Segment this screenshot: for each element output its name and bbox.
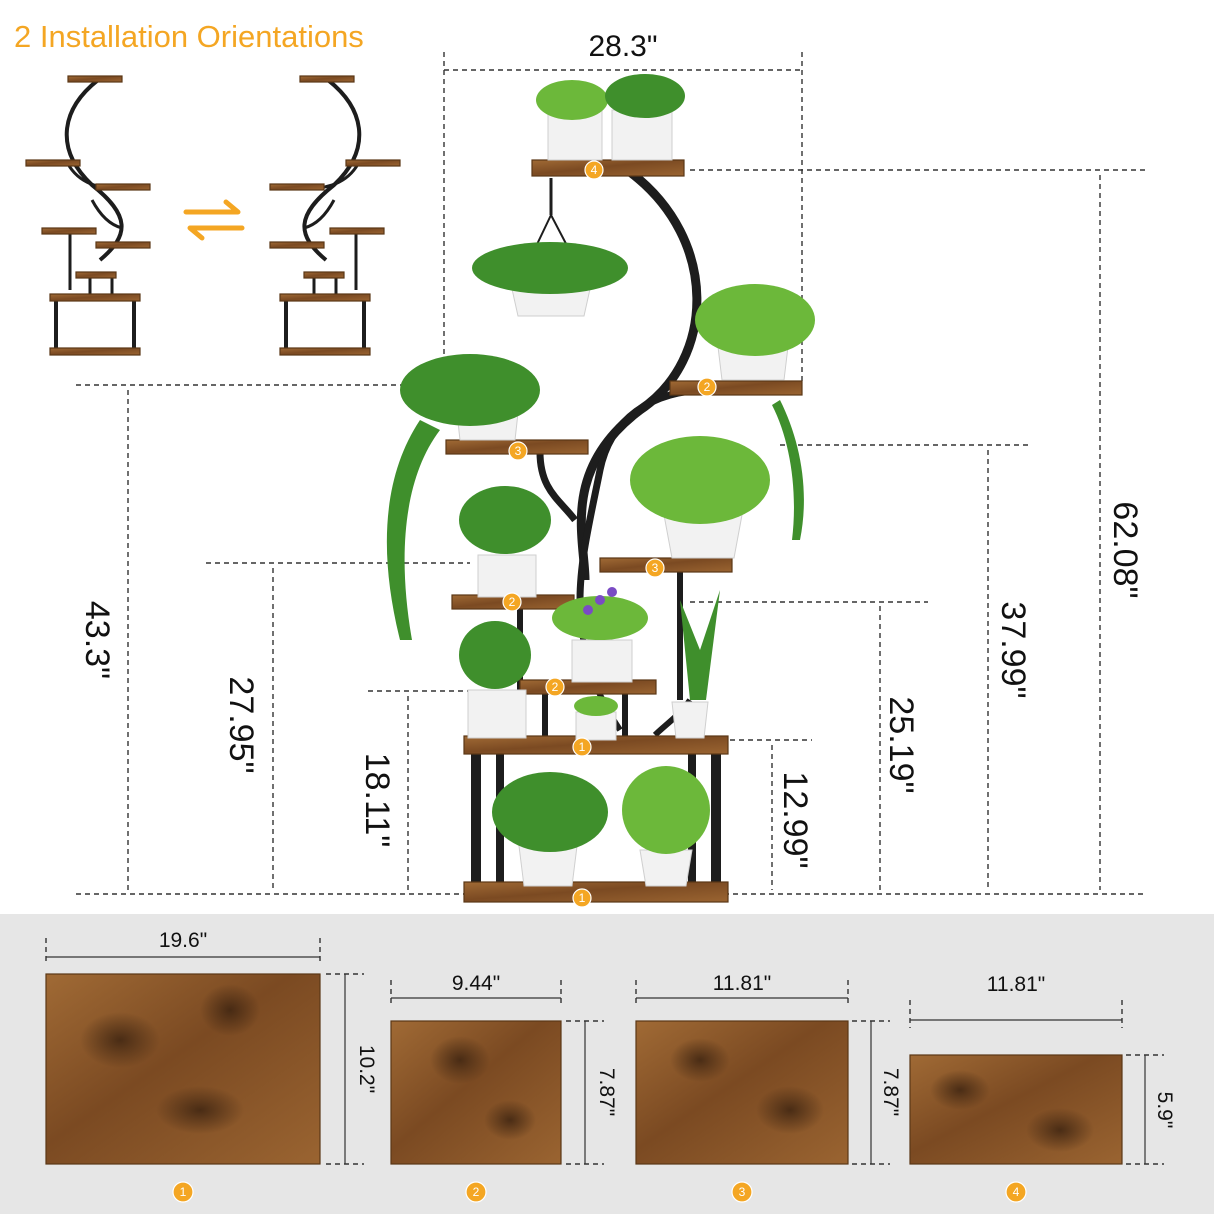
orientation-right-drawing [269,75,401,356]
shelf-badge-1: 1 [572,737,592,757]
plant-stand: 4 2 3 3 2 2 1 1 [386,74,815,908]
shelf-1-depth: 10.2" [355,1045,378,1093]
svg-text:4: 4 [591,163,598,177]
shelf-2-badge: 2 [465,1181,487,1203]
height-tier2-right-label: 25.19" [882,696,920,793]
svg-text:1: 1 [180,1185,187,1199]
shelf-badge-3: 3 [508,441,528,461]
shelf-4-width: 11.81" [987,973,1045,996]
shelf-1-card: 19.6" 10.2" 1 [45,929,378,1203]
svg-text:2: 2 [473,1185,480,1199]
svg-text:2: 2 [552,680,559,694]
shelf-badge-2: 2 [545,677,565,697]
shelf-4-board [909,1054,1123,1165]
shelf-badge-4: 4 [584,160,604,180]
svg-text:1: 1 [579,740,586,754]
orientation-left-drawing [25,75,151,356]
shelf-badge-3: 3 [645,558,665,578]
shelf-3-depth: 7.87" [879,1068,902,1116]
shelf-4-depth: 5.9" [1153,1092,1176,1129]
svg-text:3: 3 [515,444,522,458]
shelf-1-width: 19.6" [159,929,207,952]
overall-width-label: 28.3" [588,30,657,63]
page-title: 2 Installation Orientations [14,19,364,54]
shelf-2-card: 9.44" 7.87" 2 [390,972,618,1203]
svg-text:3: 3 [652,561,659,575]
shelf-4-card: 11.81" 5.9" 4 [909,973,1176,1203]
shelf-badge-2: 2 [502,592,522,612]
shelf-1-board [45,973,321,1165]
shelf-3-width: 11.81" [713,972,771,995]
svg-text:2: 2 [704,380,711,394]
height-tier3-left-label: 27.95" [222,676,260,773]
shelf-badge-2: 2 [697,377,717,397]
swap-arrows-icon [183,199,245,241]
svg-text:3: 3 [739,1185,746,1199]
height-left-side-label: 43.3" [78,601,116,679]
shelf-2-depth: 7.87" [595,1068,618,1116]
shelf-4-top [531,159,685,177]
height-tier3-right-label: 37.99" [994,601,1032,698]
shelf-1-badge: 1 [172,1181,194,1203]
shelf-4-badge: 4 [1005,1181,1027,1203]
shelf-3-card: 11.81" 7.87" 3 [635,972,902,1203]
svg-text:2: 2 [509,595,516,609]
height-tier1-label: 12.99" [776,771,814,868]
shelf-2-width: 9.44" [452,972,500,995]
shelf-badge-1: 1 [572,888,592,908]
overall-width-dimension: 28.3" [443,30,803,385]
shelf-3-badge: 3 [731,1181,753,1203]
shelf-3-board [635,1020,849,1165]
svg-text:4: 4 [1013,1185,1020,1199]
height-tier2-left-label: 18.11" [358,753,396,848]
svg-text:1: 1 [579,891,586,905]
plant-foliage [386,74,815,854]
height-total-label: 62.08" [1106,501,1144,598]
